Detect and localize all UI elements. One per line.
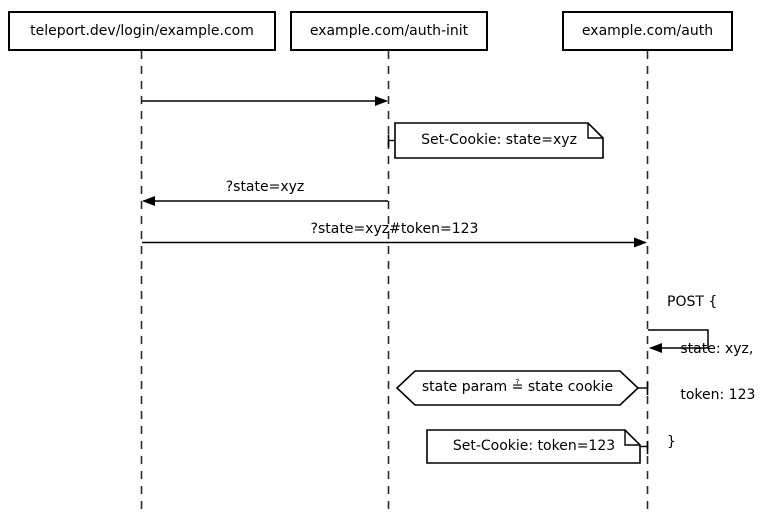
condition-hexagon bbox=[395, 370, 640, 406]
note-token-cookie-fold bbox=[624, 430, 640, 446]
post-line-2: state: xyz, bbox=[667, 340, 754, 357]
post-line-4: } bbox=[667, 433, 676, 450]
participant-box-auth-init: example.com/auth-init bbox=[290, 11, 488, 51]
note-token-cookie-shape bbox=[426, 429, 641, 464]
participant-box-teleport-login: teleport.dev/login/example.com bbox=[8, 11, 276, 51]
participant-label-teleport-login: teleport.dev/login/example.com bbox=[30, 23, 254, 39]
post-line-1: POST { bbox=[667, 294, 718, 310]
note-state-cookie-shape bbox=[394, 122, 604, 159]
condition-label: state param ≟ state cookie bbox=[421, 379, 614, 395]
note-token-cookie-label: Set-Cookie: token=123 bbox=[452, 438, 616, 454]
post-line-3: token: 123 bbox=[667, 387, 756, 403]
arrow-self-post bbox=[648, 329, 709, 353]
participant-box-auth: example.com/auth bbox=[562, 11, 733, 51]
note-state-cookie-fold bbox=[587, 123, 603, 139]
message-label-token-redirect: ?state=xyz#token=123 bbox=[310, 221, 479, 237]
participant-label-auth-init: example.com/auth-init bbox=[309, 23, 469, 39]
message-label-state-redirect: ?state=xyz bbox=[225, 179, 305, 195]
participant-label-auth: example.com/auth bbox=[581, 23, 714, 39]
note-state-cookie-label: Set-Cookie: state=xyz bbox=[421, 132, 577, 148]
post-request-text: POST { state: xyz, token: 123 } bbox=[667, 264, 755, 481]
